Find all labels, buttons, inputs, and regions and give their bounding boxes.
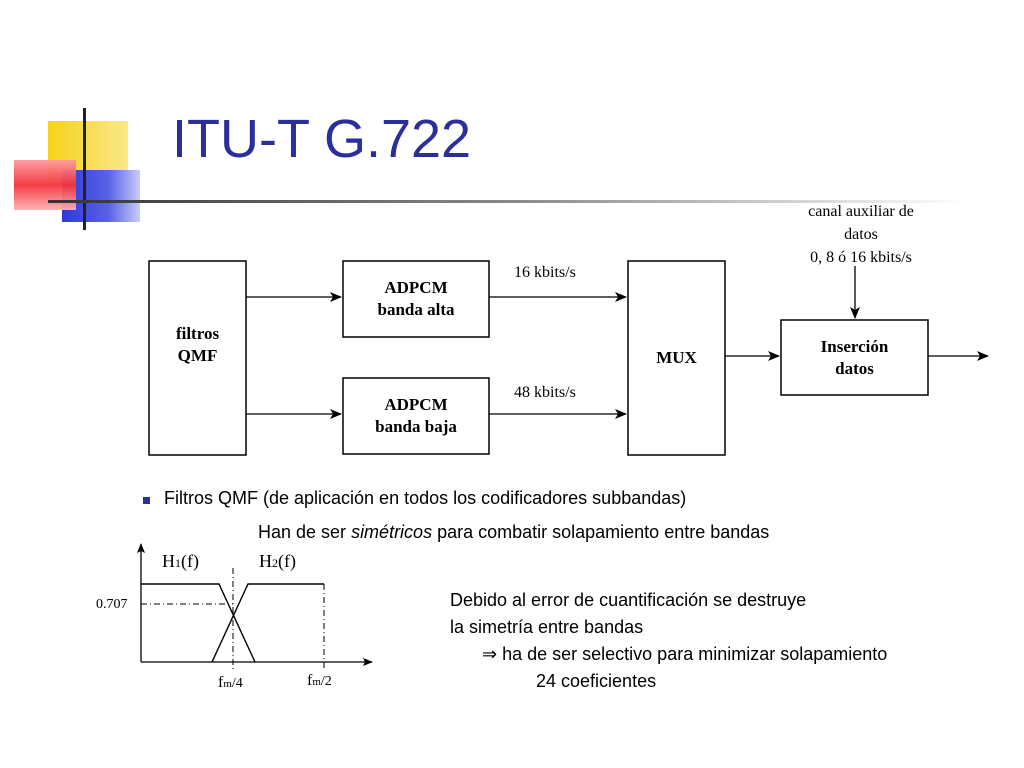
- aux-line3: 0, 8 ó 16 kbits/s: [810, 249, 912, 266]
- note-line2: la simetría entre bandas: [450, 617, 644, 637]
- insertion-line1: Inserción: [820, 337, 889, 356]
- adpcm-low-block: [342, 377, 490, 455]
- h1-response-curve: [141, 583, 256, 663]
- implies-arrow-icon: ⇒: [482, 644, 498, 664]
- symmetry-prefix: Han de ser: [258, 522, 352, 542]
- mux-label: MUX: [656, 348, 697, 367]
- adpcm-low-line1: ADPCM: [384, 395, 448, 414]
- symmetry-note: Han de ser simétricos para combatir sola…: [258, 522, 769, 543]
- rate-high-label: 16 kbits/s: [514, 264, 576, 281]
- fm2-label: fm/2: [307, 672, 332, 689]
- rate-low-label: 48 kbits/s: [514, 384, 576, 401]
- h2-response-curve: [211, 583, 324, 663]
- adpcm-high-line2: banda alta: [377, 300, 455, 319]
- deco-vertical-line: [83, 108, 86, 230]
- aux-channel-label: canal auxiliar de datos 0, 8 ó 16 kbits/…: [780, 200, 942, 269]
- deco-horizontal-line: [48, 200, 968, 203]
- bullet-marker: [143, 497, 150, 504]
- bullet-text: Filtros QMF (de aplicación en todos los …: [164, 488, 687, 508]
- page-title: ITU-T G.722: [172, 109, 472, 169]
- h2-label: H2(f): [259, 551, 296, 571]
- adpcm-high-label: ADPCM banda alta: [343, 277, 489, 321]
- level-label: 0.707: [96, 597, 128, 612]
- quantization-note: Debido al error de cuantificación se des…: [450, 587, 887, 695]
- adpcm-low-label: ADPCM banda baja: [343, 394, 489, 438]
- aux-line2: datos: [844, 226, 878, 243]
- qmf-block-label: filtros QMF: [149, 323, 246, 367]
- adpcm-high-block: [342, 260, 490, 338]
- block-diagram: [148, 260, 989, 456]
- symmetry-emphasis: simétricos: [351, 522, 433, 542]
- h1-label: H1(f): [162, 551, 199, 571]
- qmf-filter-block: [148, 260, 247, 456]
- symmetry-suffix: para combatir solapamiento entre bandas: [432, 522, 770, 542]
- note-line1: Debido al error de cuantificación se des…: [450, 590, 807, 610]
- qmf-label-line1: filtros: [175, 324, 220, 343]
- aux-line1: canal auxiliar de: [808, 203, 914, 220]
- mux-block: [627, 260, 726, 456]
- insertion-label: Inserción datos: [781, 336, 928, 380]
- decorative-corner-graphic: [14, 108, 968, 230]
- insertion-block: [780, 319, 929, 396]
- note-line3: ⇒ ha de ser selectivo para minimizar sol…: [482, 644, 888, 664]
- adpcm-high-line1: ADPCM: [384, 278, 448, 297]
- qmf-label-line2: QMF: [177, 346, 218, 365]
- adpcm-low-line2: banda baja: [375, 417, 457, 436]
- fm4-label: fm/4: [218, 674, 243, 691]
- note-line4: 24 coeficientes: [536, 671, 657, 691]
- filter-response-plot: [137, 543, 373, 670]
- insertion-line2: datos: [835, 359, 874, 378]
